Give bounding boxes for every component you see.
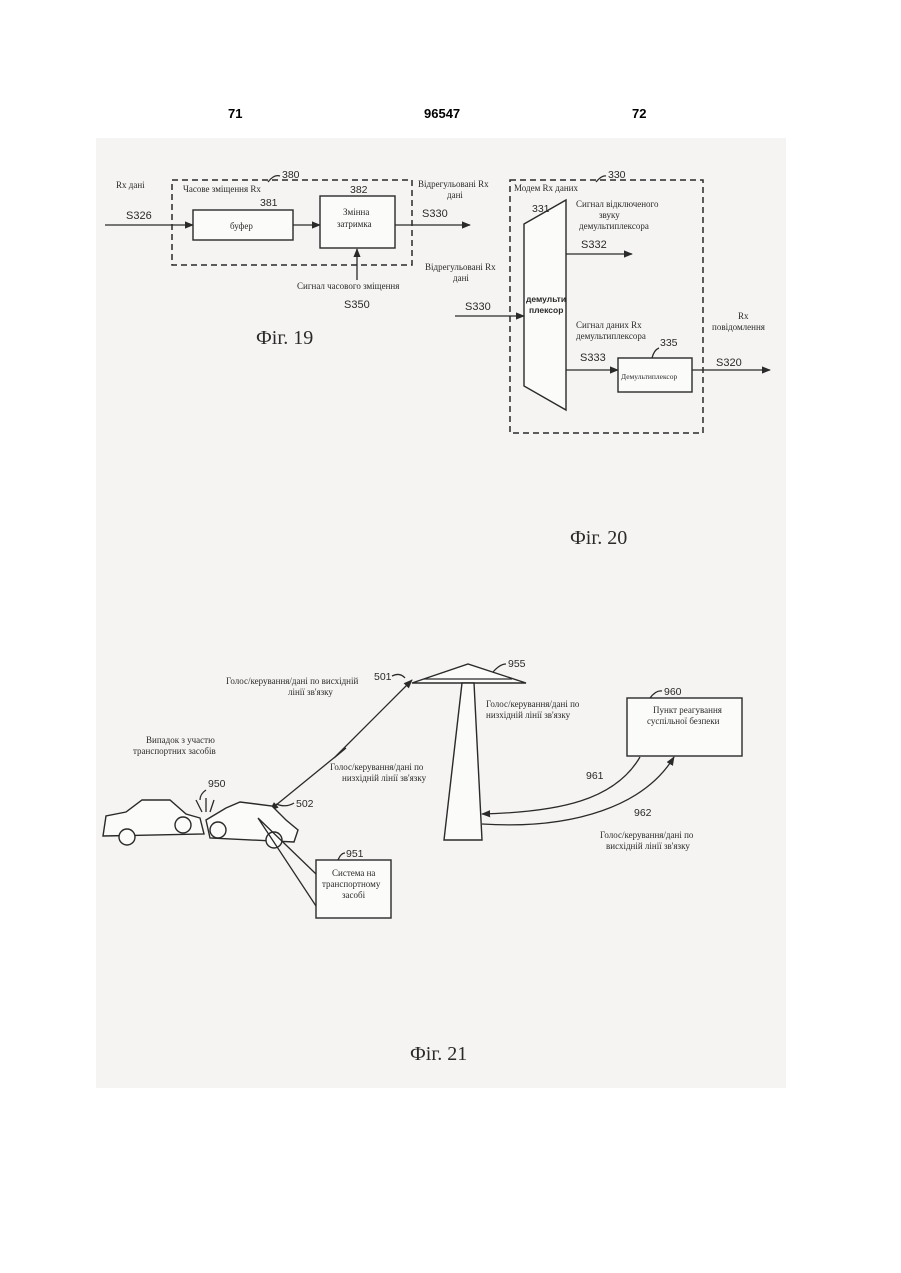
fig21-ref-502: 502: [296, 798, 314, 810]
fig20-audio-label-1: Сигнал відключеного: [576, 199, 659, 209]
fig21-radio-link: [270, 680, 412, 810]
fig19-group-leader: [268, 176, 280, 182]
figure-20: Модем Rx даних 330 331 демульти плексор …: [425, 169, 770, 549]
fig20-input-label-2: дані: [453, 273, 469, 283]
fig20-input-signal: S330: [465, 301, 491, 313]
fig21-ivs-label-3: засобі: [342, 890, 366, 900]
fig21-uplink-label-1: Голос/керування/дані по висхідній: [226, 676, 358, 686]
fig20-audio-signal: S332: [581, 239, 607, 251]
fig19-input-label: Rx дані: [116, 180, 145, 190]
fig21-psap-label-2: суспільної безпеки: [647, 716, 720, 726]
fig21-ivs-leader: [338, 853, 345, 860]
fig21-psap-leader: [650, 691, 662, 698]
fig20-modem-leader: [596, 176, 606, 182]
fig19-delay-label-1: Змінна: [343, 207, 369, 217]
fig19-delay-ref: 382: [350, 184, 368, 196]
fig21-downlink-car-label-2: низхідній лінії зв'язку: [342, 773, 427, 783]
fig20-data-label-2: демультиплексора: [576, 331, 646, 341]
fig19-control-signal: S350: [344, 299, 370, 311]
fig20-modem-ref: 330: [608, 169, 626, 181]
fig21-psap-label-1: Пункт реагування: [653, 705, 722, 715]
fig20-demux2-ref: 335: [660, 337, 678, 349]
fig21-ref-961: 961: [586, 770, 604, 782]
fig21-car-left: [103, 800, 204, 845]
fig20-demux-label-2: плексор: [529, 305, 563, 315]
fig19-buffer-label: буфер: [230, 221, 253, 231]
fig21-car-right: [206, 802, 298, 848]
fig20-demux2-leader: [652, 348, 659, 358]
fig20-caption: Фіг. 20: [570, 527, 627, 549]
fig21-ref-501: 501: [374, 671, 392, 683]
fig20-demux-ref: 331: [532, 203, 550, 215]
fig21-ivs-ref: 951: [346, 848, 364, 860]
fig20-audio-label-2: звуку: [599, 210, 620, 220]
fig20-output-label-2: повідомлення: [712, 322, 765, 332]
fig20-demux-label-1: демульти: [526, 294, 566, 304]
fig21-impact-marks: [196, 798, 214, 812]
fig21-uplink-psap-label-1: Голос/керування/дані по: [600, 830, 694, 840]
fig21-accident-label-1: Випадок з участю: [146, 735, 215, 745]
fig20-output-signal: S320: [716, 357, 742, 369]
fig21-tower-mast: [444, 683, 482, 840]
fig20-audio-label-3: демультиплексора: [579, 221, 649, 231]
fig21-ivs-label-2: транспортному: [322, 879, 381, 889]
fig21-uplink-label-2: лінії зв'язку: [288, 687, 333, 697]
fig21-ref-962: 962: [634, 807, 652, 819]
fig20-modem-label: Модем Rx даних: [514, 183, 578, 193]
fig19-output-label-2: дані: [447, 190, 463, 200]
fig21-950-leader: [200, 790, 206, 800]
fig21-955-leader: [493, 664, 506, 672]
fig19-buffer-ref: 381: [260, 197, 278, 209]
fig19-delay-label-2: затримка: [337, 219, 372, 229]
fig21-caption: Фіг. 21: [410, 1043, 467, 1065]
fig21-downlink-tower-label-1: Голос/керування/дані по: [486, 699, 580, 709]
fig21-ref-955: 955: [508, 658, 526, 670]
fig21-downlink-car-label-1: Голос/керування/дані по: [330, 762, 424, 772]
fig19-group-ref: 380: [282, 169, 300, 181]
fig20-data-label-1: Сигнал даних Rx: [576, 320, 642, 330]
fig20-demux2-label: Демультиплексор: [621, 372, 677, 381]
fig19-group-label: Часове зміщення Rx: [183, 184, 261, 194]
fig21-501-leader: [392, 674, 405, 678]
fig21-downlink-tower-label-2: низхідній лінії зв'язку: [486, 710, 571, 720]
fig21-uplink-psap-label-2: висхідній лінії зв'язку: [606, 841, 690, 851]
fig19-caption: Фіг. 19: [256, 327, 313, 349]
figure-21: 955 Голос/керування/дані по висхідній лі…: [103, 658, 742, 1065]
fig21-psap-ref: 960: [664, 686, 682, 698]
fig19-control-label: Сигнал часового зміщення: [297, 281, 399, 291]
fig20-input-label-1: Відрегульовані Rx: [425, 262, 496, 272]
fig19-output-signal: S330: [422, 208, 448, 220]
fig21-ivs-label-1: Система на: [332, 868, 375, 878]
fig21-ref-950: 950: [208, 778, 226, 790]
fig19-output-label-1: Відрегульовані Rx: [418, 179, 489, 189]
fig20-output-label-1: Rx: [738, 311, 749, 321]
fig21-accident-label-2: транспортних засобів: [133, 746, 216, 756]
figure-19: Rx дані S326 Часове зміщення Rx 380 буфе…: [105, 169, 489, 349]
fig19-input-signal: S326: [126, 210, 152, 222]
fig20-data-signal: S333: [580, 352, 606, 364]
